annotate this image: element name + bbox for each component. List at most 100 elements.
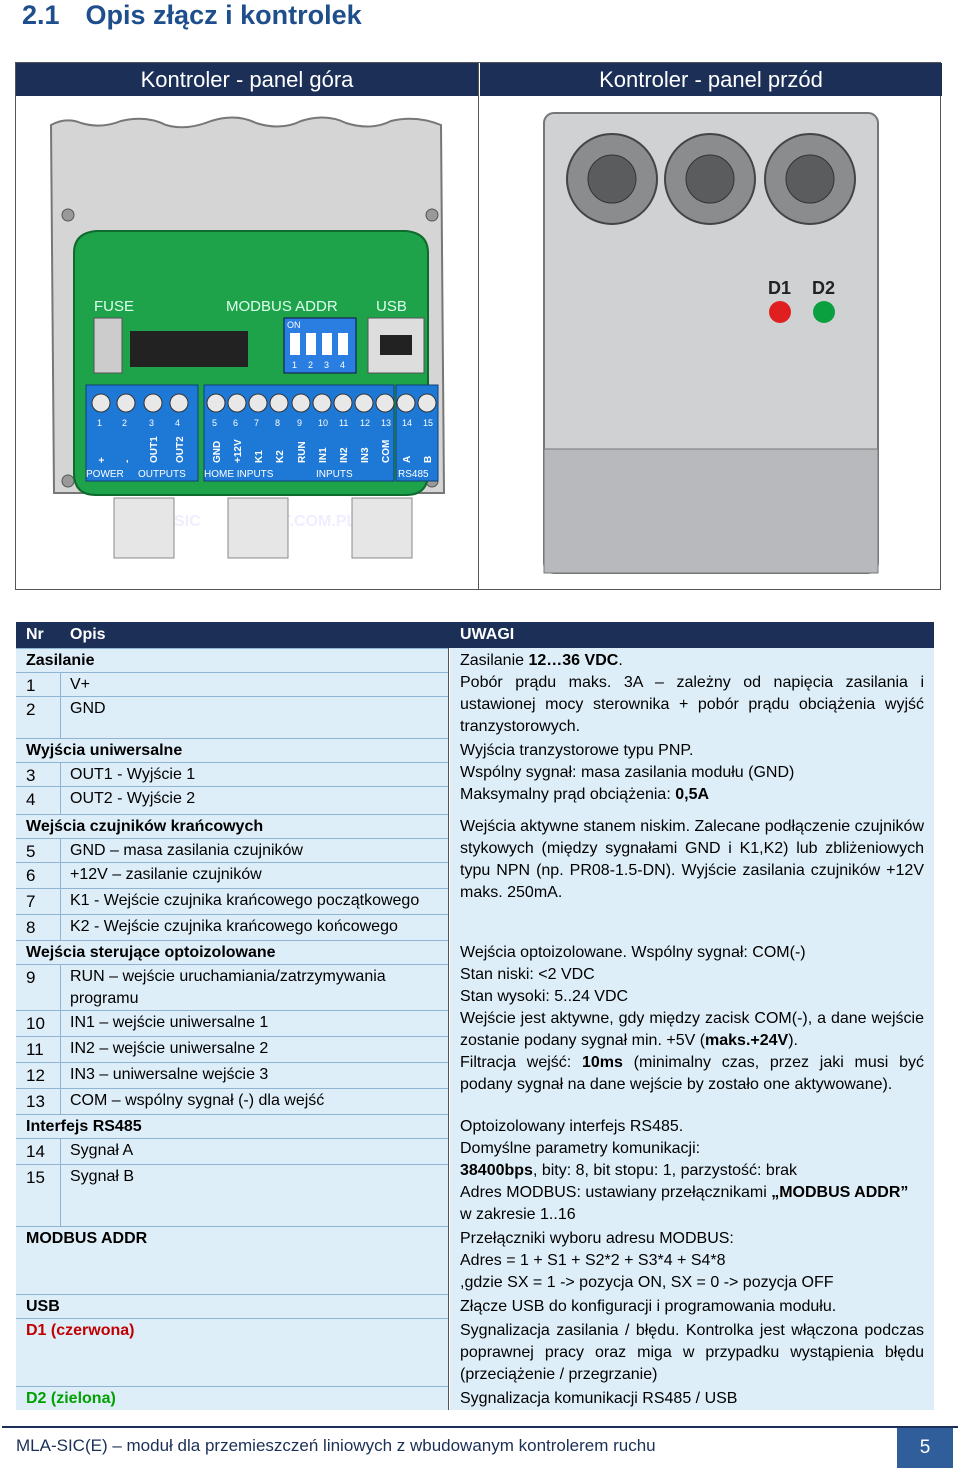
terminal-label: K1: [254, 450, 265, 463]
dip-number: 4: [340, 360, 345, 370]
terminal-screw[interactable]: [91, 393, 111, 413]
note-text: w zakresie 1..16: [460, 1206, 576, 1223]
cell-divider: [60, 763, 61, 787]
row-description: Sygnał A: [70, 1142, 134, 1159]
led-d1-label: D1: [768, 278, 791, 298]
note-text: Przełączniki wyboru adresu MODBUS:: [460, 1230, 734, 1247]
terminal-number: 2: [122, 418, 127, 428]
group-title: Wejścia sterujące optoizolowane: [26, 944, 276, 961]
terminal-screw[interactable]: [206, 393, 226, 413]
dip-on-label: ON: [287, 320, 301, 330]
terminal-label: IN3: [360, 447, 371, 463]
row-description: Sygnał B: [70, 1168, 135, 1185]
terminal-screw[interactable]: [143, 393, 163, 413]
front-panel-illustration: D1 D2: [543, 112, 879, 574]
note-text: Wejście jest aktywne, gdy między zacisk …: [460, 1010, 924, 1049]
row-number: 1: [26, 676, 36, 695]
terminal-number: 8: [275, 418, 280, 428]
group-title: D2 (zielona): [26, 1390, 116, 1407]
table-group-row: D1 (czerwona): [16, 1318, 448, 1386]
table-group-row: Wejścia sterujące optoizolowane: [16, 940, 448, 964]
terminal-screw[interactable]: [375, 393, 395, 413]
terminal-label: +: [97, 457, 108, 463]
cell-divider: [60, 673, 61, 697]
row-number: 14: [26, 1142, 45, 1161]
dip-number: 1: [292, 360, 297, 370]
note-text: Stan wysoki: 5..24 VDC: [460, 988, 629, 1005]
row-description: GND – masa zasilania czujników: [70, 842, 303, 859]
dip-number: 2: [308, 360, 313, 370]
row-number: 4: [26, 790, 36, 809]
row-number: 6: [26, 866, 36, 885]
note-text: Wyjścia tranzystorowe typu PNP.: [460, 742, 694, 759]
terminal-screw[interactable]: [417, 393, 437, 413]
note-text: Sygnalizacja komunikacji RS485 / USB: [460, 1390, 738, 1407]
notes-rs485: Optoizolowany interfejs RS485. Domyślne …: [450, 1114, 934, 1226]
terminal-screw[interactable]: [354, 393, 374, 413]
row-description: K2 - Wejście czujnika krańcowego końcowe…: [70, 918, 398, 935]
terminal-number: 14: [402, 418, 412, 428]
table-group-row: Wejścia czujników krańcowych: [16, 814, 448, 838]
note-text: .: [618, 652, 623, 669]
row-description: OUT2 - Wyjście 2: [70, 790, 196, 807]
row-description: IN1 – wejście uniwersalne 1: [70, 1014, 269, 1031]
terminal-screw[interactable]: [269, 393, 289, 413]
cell-divider: [60, 1063, 61, 1089]
terminal-group-label: HOME INPUTS: [204, 469, 274, 480]
page-number: 5: [897, 1428, 953, 1468]
terminal-screw[interactable]: [248, 393, 268, 413]
row-number: 5: [26, 842, 36, 861]
terminal-number: 1: [97, 418, 102, 428]
row-number: 3: [26, 766, 36, 785]
notes-d1: Sygnalizacja zasilania / błędu. Kontrolk…: [450, 1318, 934, 1386]
pcb: FUSE MODBUS ADDR USB ON 1 2 3 4 1+2-3OUT…: [73, 230, 439, 530]
terminal-label: OUT2: [175, 436, 186, 463]
note-text: Stan niski: <2 VDC: [460, 966, 595, 983]
table-group-row: MODBUS ADDR: [16, 1226, 448, 1294]
terminal-screw[interactable]: [291, 393, 311, 413]
terminal-label: A: [402, 456, 413, 463]
footer-line: [2, 1426, 958, 1428]
note-bold: maks.+24V: [705, 1032, 789, 1049]
cell-divider: [60, 915, 61, 941]
fuse-holder: [93, 317, 123, 374]
row-description: GND: [70, 700, 106, 717]
note-text: Adres = 1 + S1 + S2*2 + S3*4 + S4*8: [460, 1252, 726, 1269]
terminal-label: K2: [275, 450, 286, 463]
terminal-screw[interactable]: [116, 393, 136, 413]
group-title: Zasilanie: [26, 652, 95, 669]
note-text: ).: [788, 1032, 798, 1049]
terminal-number: 13: [381, 418, 391, 428]
terminal-number: 10: [318, 418, 328, 428]
terminal-screw[interactable]: [396, 393, 416, 413]
table-row: 6+12V – zasilanie czujników: [16, 862, 448, 889]
row-description: COM – wspólny sygnał (-) dla wejść: [70, 1092, 325, 1109]
terminal-number: 4: [175, 418, 180, 428]
top-panel-illustration: FUSE MODBUS ADDR USB ON 1 2 3 4 1+2-3OUT…: [49, 116, 446, 559]
terminal-screw[interactable]: [312, 393, 332, 413]
table-row: 4 OUT2 - Wyjście 2: [16, 786, 448, 815]
terminal-label: IN2: [339, 447, 350, 463]
terminal-screw[interactable]: [169, 393, 189, 413]
pin-header: [130, 331, 248, 367]
controller-image-frame: Kontroler - panel góra Kontroler - panel…: [15, 62, 942, 590]
note-text: Wspólny sygnał: masa zasilania modułu (G…: [460, 764, 795, 781]
modbus-label: MODBUS ADDR: [226, 298, 338, 315]
group-title: MODBUS ADDR: [26, 1230, 148, 1247]
header-nr: Nr: [26, 626, 44, 643]
row-description: IN3 – uniwersalne wejście 3: [70, 1066, 269, 1083]
row-description: V+: [70, 676, 91, 693]
table-group-row: D2 (zielona): [16, 1386, 448, 1410]
table-header: Nr Opis UWAGI: [16, 622, 934, 648]
terminal-screw[interactable]: [333, 393, 353, 413]
row-description: RUN – wejście uruchamiania/zatrzymywania…: [70, 968, 386, 1007]
terminal-group-label: OUTPUTS: [138, 469, 186, 480]
terminal-screw[interactable]: [227, 393, 247, 413]
terminals: 1+2-3OUT14OUT25GND6+12V7K18K29RUN10IN111…: [86, 393, 437, 480]
